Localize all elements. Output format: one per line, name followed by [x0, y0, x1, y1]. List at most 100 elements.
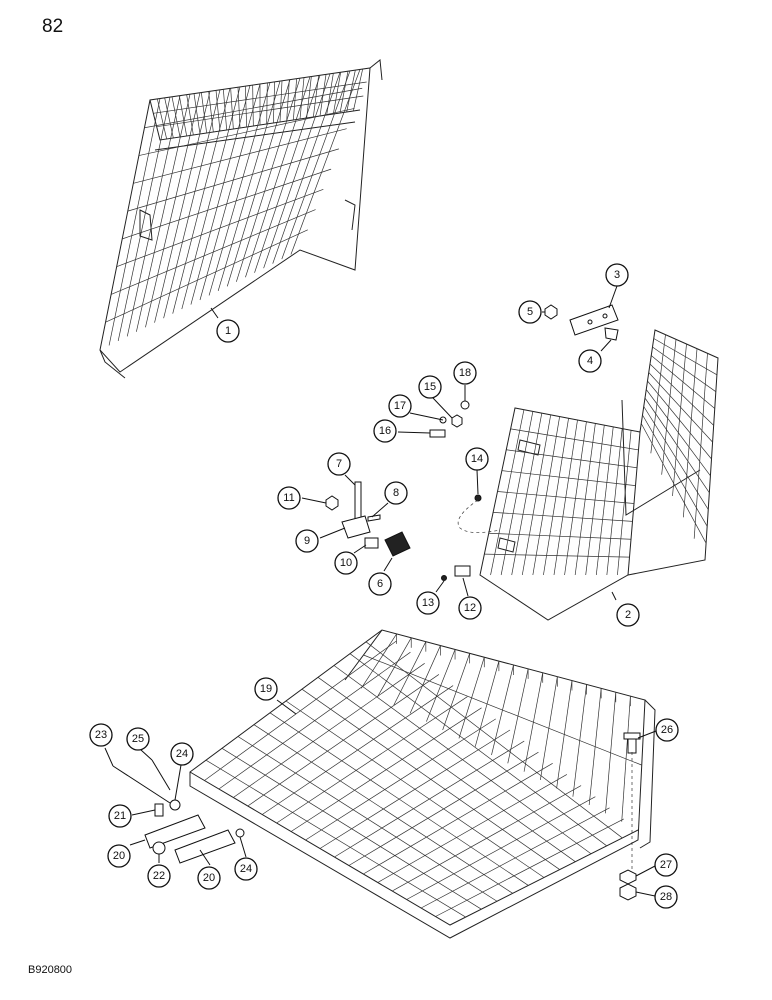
svg-text:2: 2 — [625, 609, 631, 621]
mesh-wire — [377, 774, 568, 883]
svg-text:17: 17 — [394, 400, 406, 412]
mesh-wire — [306, 76, 312, 119]
mesh-wire — [644, 397, 710, 493]
mesh-wire — [326, 73, 334, 116]
svg-text:21: 21 — [114, 810, 126, 822]
svg-text:26: 26 — [661, 724, 673, 736]
svg-text:19: 19 — [260, 683, 272, 695]
mesh-wire — [252, 85, 254, 127]
callout-2: 2 — [616, 603, 640, 627]
callout-15: 15 — [418, 375, 442, 399]
callout-26: 26 — [655, 718, 679, 742]
callout-23: 23 — [89, 723, 113, 747]
svg-text:27: 27 — [660, 859, 672, 871]
svg-text:3: 3 — [614, 269, 620, 281]
svg-text:13: 13 — [422, 597, 434, 609]
mesh-wire — [488, 532, 632, 540]
mesh-wire — [272, 72, 341, 264]
callout-27: 27 — [654, 853, 678, 877]
callout-7: 7 — [327, 452, 351, 476]
mesh-wire — [645, 389, 711, 477]
mesh-wire — [153, 81, 367, 114]
mesh-wire — [154, 91, 211, 323]
mesh-wire — [652, 346, 717, 392]
mesh-wire — [156, 95, 364, 128]
mesh-wire — [133, 128, 347, 184]
mesh-wire — [420, 807, 610, 909]
mesh-wire — [348, 751, 539, 866]
mesh-wire — [244, 86, 248, 128]
mesh-wire — [181, 86, 241, 310]
mesh-wire — [110, 209, 316, 295]
svg-text:28: 28 — [660, 891, 672, 903]
mesh-wire — [653, 338, 718, 376]
leader-lines — [104, 285, 657, 897]
callout-9: 9 — [295, 529, 319, 553]
mesh-wire — [199, 83, 261, 301]
svg-text:23: 23 — [95, 729, 107, 741]
svg-text:8: 8 — [393, 487, 399, 499]
mesh-wire — [138, 108, 355, 156]
mesh-wire — [647, 380, 712, 460]
mesh-wire — [312, 75, 320, 118]
mesh-wire — [642, 414, 708, 527]
wire-basket-floor — [189, 629, 656, 939]
mesh-wire — [363, 654, 642, 766]
mesh-wire — [648, 372, 713, 443]
mesh-wire — [346, 70, 356, 113]
mesh-wire — [237, 87, 241, 129]
mesh-wire — [122, 168, 332, 240]
svg-text:7: 7 — [336, 458, 342, 470]
mesh-wire — [286, 79, 290, 122]
svg-text:4: 4 — [587, 355, 593, 367]
svg-text:12: 12 — [464, 602, 476, 614]
mesh-wire — [218, 651, 411, 790]
mesh-wire — [171, 96, 181, 138]
callout-18: 18 — [453, 361, 477, 385]
mesh-wire — [319, 74, 327, 117]
mesh-wire — [352, 68, 364, 112]
callout-5: 5 — [518, 300, 542, 324]
mesh-wire — [279, 80, 283, 123]
svg-text:15: 15 — [424, 381, 436, 393]
mesh-wire — [332, 72, 342, 115]
svg-text:10: 10 — [340, 557, 352, 569]
mesh-wire — [649, 363, 714, 426]
mesh-wire — [305, 718, 496, 841]
mesh-wire — [204, 640, 397, 781]
mesh-wire — [117, 97, 171, 341]
mesh-wire — [108, 98, 161, 346]
callout-21: 21 — [108, 804, 132, 828]
mesh-wire — [156, 98, 168, 140]
mesh-wire — [145, 92, 201, 328]
mesh-wire — [178, 95, 188, 137]
figure-code: B920800 — [28, 964, 73, 976]
callout-1: 1 — [216, 319, 240, 343]
callout-20b: 20 — [197, 866, 221, 890]
svg-text:14: 14 — [471, 453, 483, 465]
mesh-wire — [493, 512, 633, 522]
callout-25: 25 — [126, 727, 150, 751]
svg-text:9: 9 — [304, 535, 310, 547]
mesh-wire — [208, 91, 214, 133]
mesh-wire — [651, 355, 715, 409]
mesh-wire — [245, 76, 311, 278]
mesh-wire — [392, 785, 582, 892]
mesh-wire — [263, 73, 331, 269]
mesh-wire — [116, 189, 324, 267]
svg-text:6: 6 — [377, 578, 383, 590]
mesh-wire — [247, 674, 440, 807]
mesh-wire — [290, 707, 482, 832]
mesh-wire — [200, 92, 208, 134]
hardware-parts — [112, 304, 641, 901]
mesh-wire — [506, 449, 638, 469]
callout-3: 3 — [605, 263, 629, 287]
callout-22: 22 — [147, 864, 171, 888]
mesh-wire — [127, 148, 339, 212]
mesh-wire — [640, 423, 707, 544]
mesh-wire — [266, 82, 268, 125]
mesh-wire — [484, 553, 630, 558]
callout-4: 4 — [578, 349, 602, 373]
svg-text:16: 16 — [379, 425, 391, 437]
